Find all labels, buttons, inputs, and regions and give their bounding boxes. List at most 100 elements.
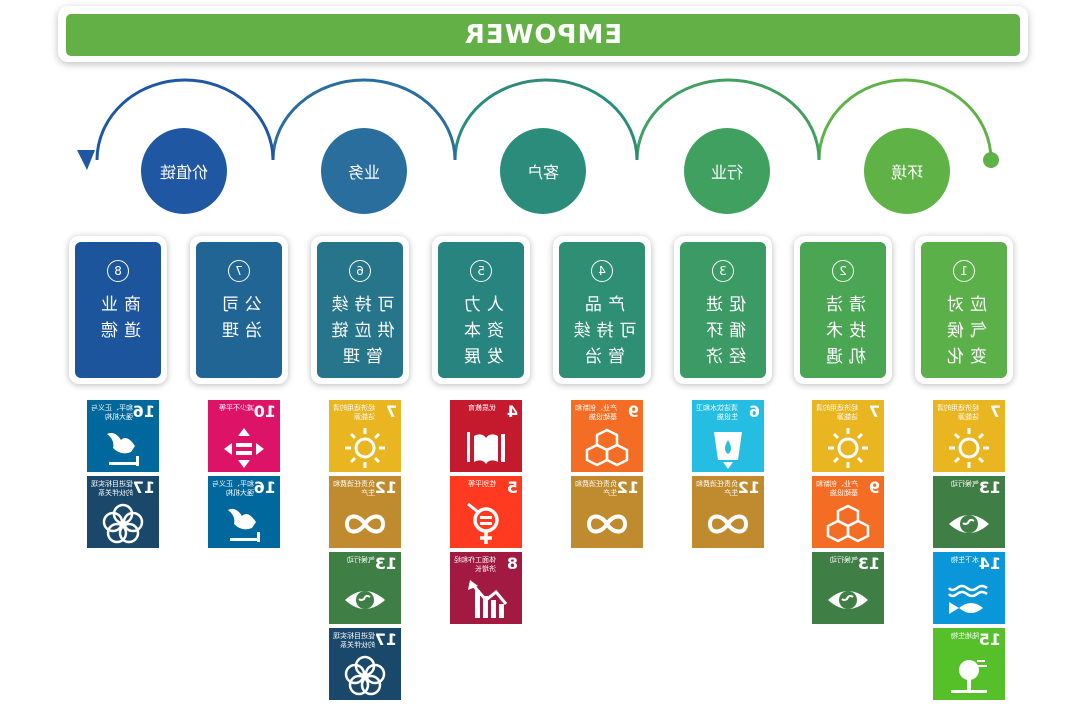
water-icon — [714, 432, 742, 469]
tree-icon — [951, 660, 987, 693]
sdg-label: 和平、正义与强大机构 — [212, 480, 254, 497]
equality-icon — [224, 428, 264, 468]
sdg-label: 气候行动 — [951, 480, 979, 488]
pillar-title-line: 商业 — [95, 295, 141, 315]
pillar-number: 8 — [107, 260, 129, 282]
pillar-title-line: 清洁 — [820, 295, 866, 315]
pillar-title-line: 管治 — [579, 347, 625, 367]
sdg-label: 产业、创新和基础设施 — [816, 480, 858, 497]
pillar-title-line: 发展 — [458, 347, 504, 367]
sun-icon — [949, 428, 989, 468]
sdg-number: 16 — [132, 402, 155, 421]
fish-icon — [948, 584, 988, 614]
sdg-label: 水下生物 — [951, 556, 979, 564]
sdg-label: 产业、创新和基础设施 — [575, 404, 617, 421]
sdg-label: 气候行动 — [347, 556, 375, 564]
pillar-card-2: 2 清洁技术机遇 — [794, 236, 892, 384]
stage-circle-3: 客户 — [500, 128, 586, 214]
sdg-label: 负责任消费和生产 — [333, 480, 375, 497]
eye-globe-icon — [345, 591, 385, 609]
sdg-label: 负责任消费和生产 — [696, 480, 738, 497]
arc-3 — [453, 78, 639, 161]
sdg-tile-7: 7 经济适用的清洁能源 — [933, 400, 1005, 472]
sdg-label: 性别平等 — [468, 480, 496, 488]
gender-icon — [467, 502, 499, 544]
sdg-label: 经济适用的清洁能源 — [937, 404, 979, 421]
sdg-number: 6 — [748, 402, 760, 421]
growth-icon — [468, 580, 508, 618]
pillar-title-line: 变化 — [941, 347, 987, 367]
sdg-number: 5 — [506, 478, 518, 497]
infinity-icon — [344, 514, 386, 534]
stage-circle-4: 业务 — [321, 128, 407, 214]
stage-label: 环境 — [891, 163, 924, 182]
sdg-number: 10 — [253, 402, 276, 421]
pillar-title-line: 管理 — [337, 347, 383, 367]
sdg-number: 14 — [978, 554, 1001, 573]
infinity-icon — [586, 514, 628, 534]
pillar-card-8: 8 商业道德 — [69, 236, 167, 384]
pillar-number: 5 — [470, 260, 492, 282]
sdg-label: 促进目标实现的伙伴关系 — [91, 480, 133, 497]
arc-4 — [271, 78, 457, 161]
pillar-title-line: 道德 — [95, 321, 141, 341]
pillar-title-line: 供应链 — [325, 321, 395, 341]
sdg-label: 优质教育 — [468, 404, 496, 412]
pillar-title-line: 治理 — [216, 321, 262, 341]
sdg-label: 减少不平等 — [219, 404, 254, 412]
flow-arrowhead — [77, 150, 95, 170]
pillar-title-line: 经济 — [700, 347, 746, 367]
sdg-label: 促进目标实现的伙伴关系 — [333, 632, 375, 649]
sdg-number: 16 — [253, 478, 276, 497]
sdg-number: 13 — [978, 478, 1001, 497]
sdg-number: 7 — [989, 402, 1001, 421]
pillar-title-line: 公司 — [216, 295, 262, 315]
sdg-number: 12 — [374, 478, 397, 497]
pillar-title-line: 产品 — [579, 295, 625, 315]
pillar-title-line: 应对 — [941, 295, 987, 315]
sdg-number: 7 — [385, 402, 397, 421]
sdg-number: 12 — [737, 478, 760, 497]
pillar-number: 2 — [832, 260, 854, 282]
sdg-label: 和平、正义与强大机构 — [91, 404, 133, 421]
pillar-title-line: 气候 — [941, 321, 987, 341]
pillar-title-line: 人力 — [458, 295, 504, 315]
pillar-body: 8 商业道德 — [75, 242, 161, 378]
pillar-number: 6 — [349, 260, 371, 282]
sdg-number: 17 — [374, 630, 397, 649]
dove-icon — [228, 508, 260, 542]
eye-globe-icon — [828, 591, 868, 609]
pillar-body: 2 清洁技术机遇 — [800, 242, 886, 378]
sdg-number: 4 — [506, 402, 518, 421]
sdg-number: 8 — [506, 554, 518, 573]
stage-circle-5: 价值链 — [141, 128, 227, 214]
sdg-tile-5: 5 性别平等 — [450, 476, 522, 548]
pillar-number: 4 — [591, 260, 613, 282]
rings-icon — [344, 655, 386, 696]
infinity-icon — [707, 514, 749, 534]
pillar-title-line: 机遇 — [820, 347, 866, 367]
eye-globe-icon — [949, 515, 989, 533]
arc-5 — [95, 78, 275, 161]
pillar-title-line: 技术 — [820, 321, 866, 341]
stage-circle-2: 行业 — [684, 128, 770, 214]
